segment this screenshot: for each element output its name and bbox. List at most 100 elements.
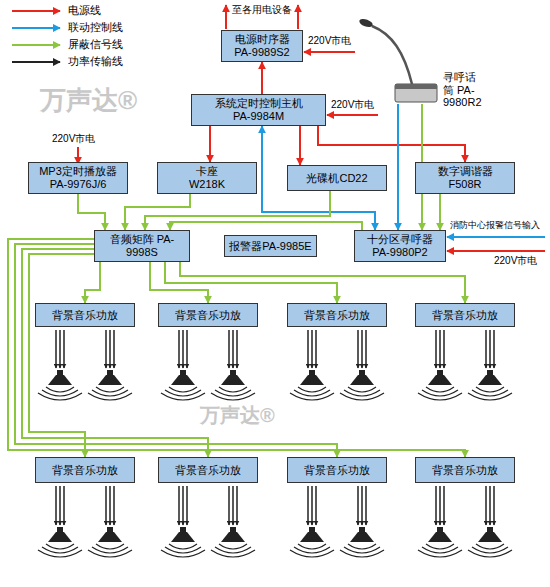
speaker-magnet [230, 370, 236, 375]
mains-arrow [447, 250, 545, 252]
device-label: 寻呼话筒 PA-9980R2 [443, 71, 484, 109]
box-label: 背景音乐功放 [304, 464, 370, 477]
connector [180, 262, 465, 303]
sound-wave [290, 550, 334, 557]
sound-wave [38, 550, 82, 557]
connector [165, 262, 337, 303]
sound-wave [215, 547, 251, 553]
sound-wave [344, 390, 380, 396]
power-line [59, 330, 61, 368]
sound-wave [294, 547, 330, 553]
sound-wave [92, 390, 128, 396]
power-line [439, 486, 441, 525]
mic-gooseneck [372, 26, 412, 84]
connector [145, 191, 330, 230]
box-label: 系统定时控制主机 PA-9984M [209, 97, 309, 122]
power-line [435, 330, 437, 368]
device-box: 背景音乐功放 [415, 303, 515, 327]
sound-wave [298, 544, 326, 549]
speaker-cone [300, 375, 324, 385]
speaker-cone [171, 532, 195, 542]
legend-text: 联动控制线 [68, 21, 123, 34]
sound-wave [468, 550, 512, 557]
power-line [232, 486, 234, 525]
speaker-cone [350, 532, 374, 542]
speaker-cone [221, 532, 245, 542]
connector [397, 104, 399, 230]
sound-wave [46, 387, 74, 392]
device-box: 卡座 W218K [157, 162, 257, 194]
sound-wave [215, 390, 251, 396]
sound-wave [426, 544, 454, 549]
box-label: 背景音乐功放 [52, 464, 118, 477]
power-line [232, 330, 234, 368]
sound-wave [219, 387, 247, 392]
speaker-magnet [180, 527, 186, 532]
power-line [182, 486, 184, 525]
sound-wave [418, 393, 462, 400]
speaker-magnet [57, 527, 63, 532]
connector [78, 194, 105, 230]
box-label: 音频矩阵 PA-9998S [107, 233, 177, 258]
device-box: 背景音乐功放 [158, 457, 258, 483]
note-label: 至各用电设备 [232, 4, 292, 16]
sound-wave [161, 393, 205, 400]
connector [262, 126, 375, 230]
connector [318, 126, 465, 162]
device-box: 报警器PA-9985E [224, 235, 317, 257]
speaker-cone [48, 532, 72, 542]
connector [439, 194, 441, 230]
device-box: 背景音乐功放 [35, 457, 135, 483]
power-line [228, 330, 230, 368]
power-line [236, 486, 238, 525]
box-label: 背景音乐功放 [432, 309, 498, 322]
sound-wave [96, 544, 124, 549]
power-line [361, 486, 363, 525]
power-line [489, 330, 491, 368]
connector [85, 262, 100, 303]
connector [15, 244, 337, 457]
speaker-magnet [180, 370, 186, 375]
device-box: MP3定时播放器 PA-9976J/6 [28, 162, 128, 194]
note-label: 220V市电 [494, 255, 537, 267]
box-label: 光碟机CD22 [306, 172, 367, 185]
sound-wave [211, 550, 255, 557]
device-box: 数字调谐器 F508R [415, 162, 515, 194]
graphic-part [393, 70, 439, 104]
power-line [236, 330, 238, 368]
connector [8, 239, 465, 457]
sound-wave [340, 393, 384, 400]
sound-wave [344, 547, 380, 553]
box-label: 背景音乐功放 [304, 309, 370, 322]
speaker-magnet [107, 370, 113, 375]
device-box: 背景音乐功放 [287, 303, 387, 327]
power-line [365, 486, 367, 525]
power-line [311, 330, 313, 368]
speaker-cone [428, 375, 452, 385]
sound-wave [426, 387, 454, 392]
device-box: 背景音乐功放 [35, 303, 135, 327]
power-line [485, 330, 487, 368]
sound-wave [38, 393, 82, 400]
legend-text: 电源线 [68, 4, 101, 17]
connector [125, 194, 190, 230]
power-line [63, 486, 65, 525]
device-box: 电源时序器 PA-9989S2 [221, 30, 303, 62]
power-line [186, 486, 188, 525]
power-line [186, 330, 188, 368]
speaker-magnet [437, 527, 443, 532]
sound-wave [468, 393, 512, 400]
sound-wave [422, 547, 458, 553]
sound-wave [472, 390, 508, 396]
sound-wave [418, 550, 462, 557]
legend-text: 屏蔽信号线 [68, 38, 123, 51]
sound-wave [211, 393, 255, 400]
sound-wave [165, 390, 201, 396]
device-box: 十分区寻呼器 PA-9980P2 [354, 230, 446, 262]
speaker-cone [350, 375, 374, 385]
box-label: 数字调谐器 F508R [430, 165, 500, 190]
connector [299, 126, 301, 165]
device-box: 背景音乐功放 [415, 457, 515, 483]
power-line [357, 486, 359, 525]
